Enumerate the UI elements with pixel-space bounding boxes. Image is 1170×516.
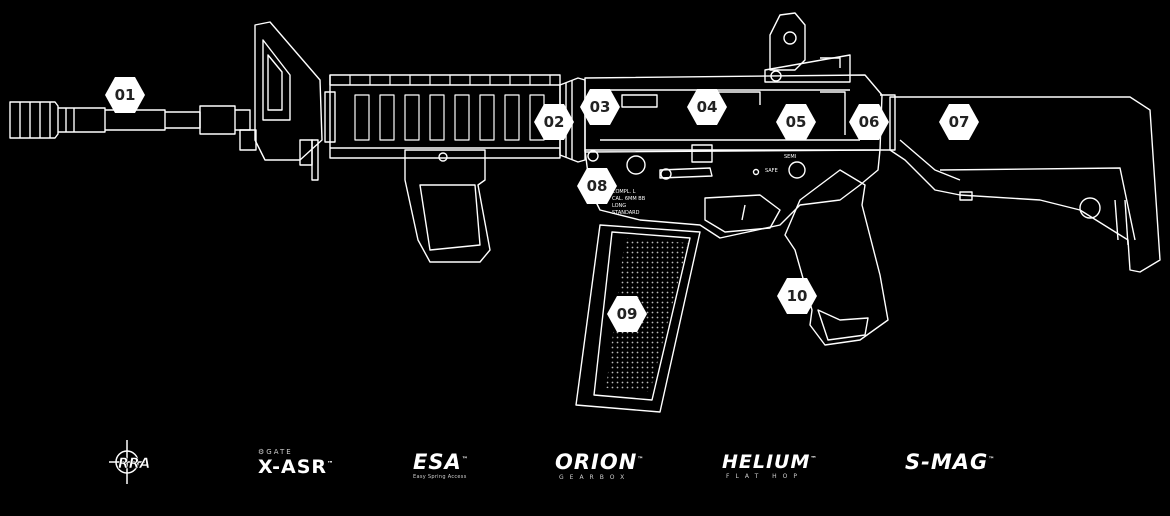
callout-badge-08: 08 bbox=[576, 167, 618, 205]
semi-marking: SEMI bbox=[784, 154, 796, 160]
rra-crosshair-logo-icon: RRA bbox=[109, 440, 151, 484]
esa-logo: ESA™ Easy Spring Access bbox=[413, 440, 523, 490]
s-mag-name: S-MAG bbox=[905, 450, 989, 474]
helium-logo: HELIUM™ FLAT HOP bbox=[722, 440, 862, 490]
receiver-marking-1: COMPL. L bbox=[612, 189, 636, 195]
rra-logo: RRA bbox=[105, 440, 180, 490]
esa-tm: ™ bbox=[461, 456, 469, 463]
x-asr-prefix: GATE bbox=[266, 448, 293, 456]
helium-name: HELIUM bbox=[722, 451, 811, 473]
pistol-grip bbox=[784, 169, 889, 346]
receiver-marking-3: LONG bbox=[612, 203, 626, 209]
flash-hider bbox=[9, 101, 106, 139]
callout-number: 03 bbox=[589, 98, 611, 116]
orion-name: ORION bbox=[555, 450, 638, 474]
vertical-grip bbox=[404, 149, 491, 263]
magazine-window bbox=[606, 238, 688, 392]
callout-badge-06: 06 bbox=[848, 103, 890, 141]
callout-number: 01 bbox=[114, 86, 136, 104]
x-asr-name: X-ASR bbox=[258, 456, 328, 478]
orion-logo: ORION™ GEARBOX bbox=[555, 440, 675, 490]
callout-number: 04 bbox=[696, 98, 718, 116]
esa-name: ESA bbox=[413, 450, 462, 474]
upper-receiver bbox=[584, 74, 883, 153]
orion-sub: GEARBOX bbox=[559, 474, 631, 481]
callout-badge-07: 07 bbox=[938, 103, 980, 141]
handguard-slots bbox=[349, 75, 551, 141]
receiver-marking-4: STANDARD bbox=[612, 210, 640, 216]
gate-icon: ⚙ bbox=[258, 448, 267, 456]
callout-number: 09 bbox=[616, 305, 638, 323]
lower-receiver bbox=[584, 144, 881, 239]
svg-text:RRA: RRA bbox=[118, 456, 150, 472]
orion-tm: ™ bbox=[637, 456, 645, 463]
handguard bbox=[324, 74, 561, 159]
magazine bbox=[575, 224, 701, 413]
stock bbox=[880, 94, 1161, 273]
callout-badge-05: 05 bbox=[775, 103, 817, 141]
callout-badge-03: 03 bbox=[579, 88, 621, 126]
safe-marking: SAFE bbox=[765, 168, 778, 174]
callout-badge-01: 01 bbox=[104, 76, 146, 114]
helium-tm: ™ bbox=[810, 455, 818, 463]
s-mag-tm: ™ bbox=[988, 456, 996, 463]
callout-badge-09: 09 bbox=[606, 295, 648, 333]
callout-number: 07 bbox=[948, 113, 970, 131]
rear-sight bbox=[764, 12, 851, 83]
helium-sub: FLAT HOP bbox=[726, 473, 803, 480]
callout-number: 08 bbox=[586, 177, 608, 195]
x-asr-tm: ™ bbox=[327, 460, 335, 468]
callout-number: 05 bbox=[785, 113, 807, 131]
callout-number: 02 bbox=[543, 113, 565, 131]
front-sight bbox=[239, 21, 323, 181]
callout-badge-10: 10 bbox=[776, 277, 818, 315]
s-mag-logo: S-MAG™ bbox=[905, 440, 1045, 490]
callout-number: 10 bbox=[786, 287, 808, 305]
esa-sub: Easy Spring Access bbox=[413, 474, 467, 480]
callout-number: 06 bbox=[858, 113, 880, 131]
receiver-marking-2: CAL. 6MM BB bbox=[612, 196, 646, 202]
callout-badge-02: 02 bbox=[533, 103, 575, 141]
x-asr-logo: ⚙GATE X-ASR™ bbox=[258, 440, 368, 490]
callout-badge-04: 04 bbox=[686, 88, 728, 126]
